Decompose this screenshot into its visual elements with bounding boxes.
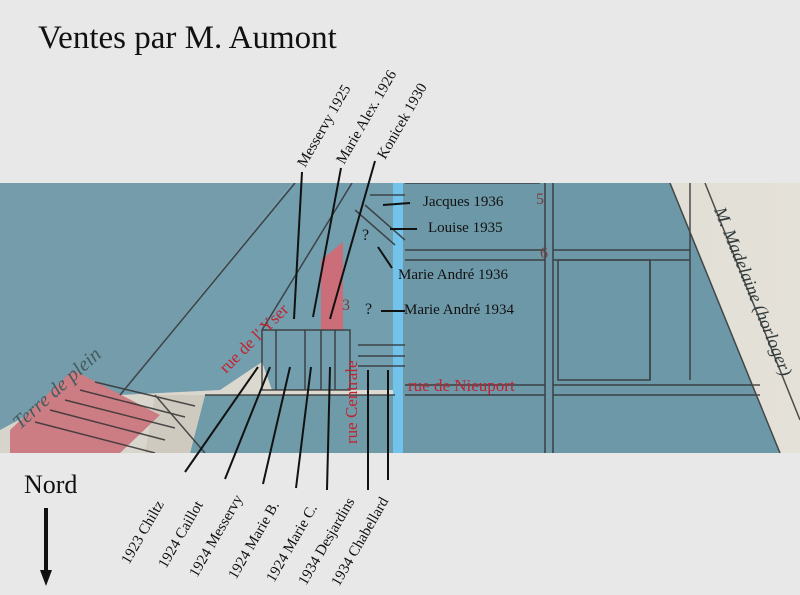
question-mark-lower: ? [365,301,372,318]
label-marie-andre-1934: Marie André 1934 [404,302,514,318]
parcel-lines [34,183,800,453]
left-blue-parcel [0,183,292,430]
lot-number-3: 3 [342,297,350,314]
label-jacques-1936: Jacques 1936 [423,194,504,210]
bottom-labels: 1923 Chiltz 1924 Caillot 1924 Messervy 1… [119,492,393,589]
pink-parcel-lot-3 [321,242,343,330]
north-arrow-icon [40,508,52,586]
top-labels: Messervy 1925 Marie Alex. 1926 Konicek 1… [295,67,431,170]
central-blue-parcel-block [120,183,395,395]
page-title: Ventes par M. Aumont [38,20,337,56]
question-marks: ? ? [362,227,372,318]
label-marie-andre-1936: Marie André 1936 [398,267,508,283]
north-label: Nord [24,470,78,499]
label-louise-1935: Louise 1935 [428,220,503,236]
canal-blue-strip [393,183,403,453]
lot-numbers: 3 5 6 [342,191,548,314]
annotation-leader-lines [184,160,417,491]
lot-number-6: 6 [540,245,548,262]
map-image-area: 3 5 6 ? ? Terre de plein M. Madelaine (h… [0,183,800,453]
street-label-nieuport: rue de Nieuport [408,376,515,395]
question-mark-upper: ? [362,227,369,244]
lower-blue-parcel-block [190,395,395,453]
lot-number-5: 5 [536,191,544,208]
right-labels: Jacques 1936 Louise 1935 Marie André 193… [398,194,514,318]
pink-parcel-left [10,370,160,453]
street-label-centrale: rue Centrale [342,360,361,444]
